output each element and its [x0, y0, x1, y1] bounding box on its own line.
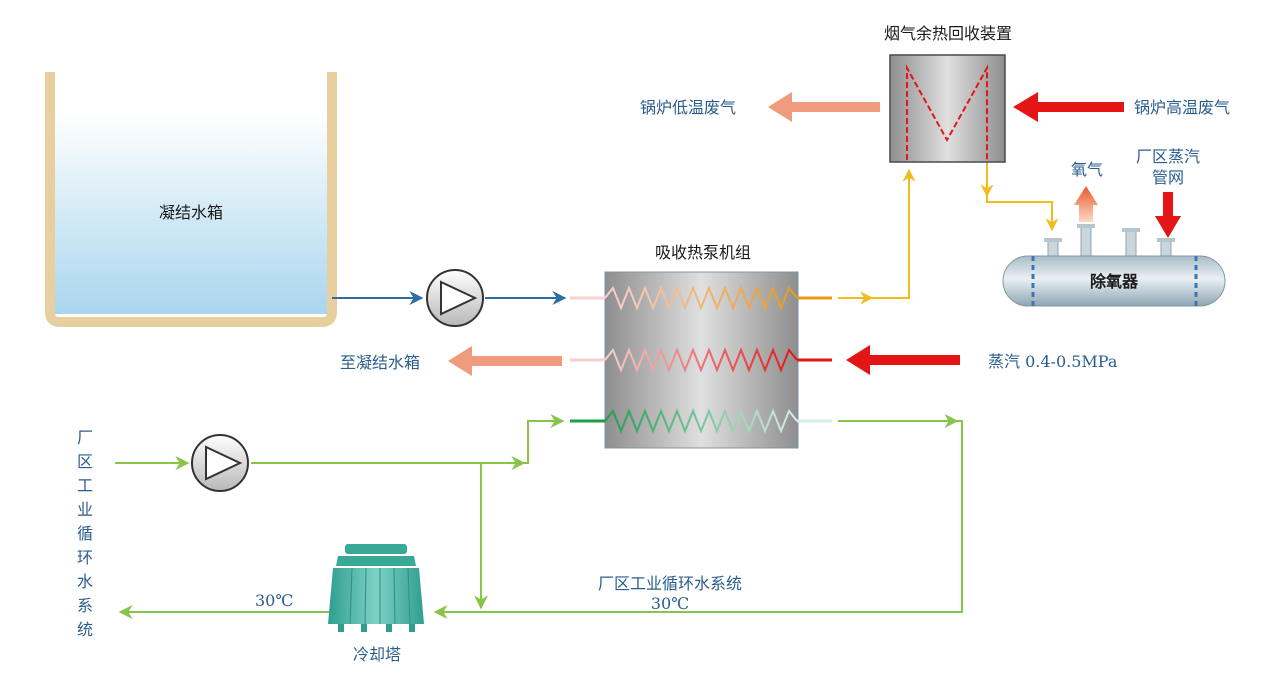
cooling-tower-label: 冷却塔 [353, 645, 401, 664]
vchar-2: 工 [77, 476, 93, 495]
circulation-pump-icon [191, 434, 249, 492]
plant-steam-arrow [1155, 192, 1181, 238]
flue-recovery-label: 烟气余热回收装置 [884, 24, 1012, 43]
vchar-3: 业 [77, 500, 93, 519]
vchar-1: 区 [77, 452, 93, 471]
temp-right-label: 30℃ [651, 594, 689, 613]
plant-cw-vertical-label: 厂 区 工 业 循 环 水 系 统 [77, 428, 93, 639]
cooling-tower-icon [328, 544, 424, 632]
boiler-low-temp-gas-arrow [768, 92, 880, 122]
vchar-5: 环 [77, 548, 93, 567]
deaerator-tank: 除氧器 [1002, 224, 1226, 307]
deaerator-label: 除氧器 [1090, 272, 1139, 291]
steam-input-label: 蒸汽 0.4-0.5MPa [988, 352, 1118, 371]
temp-left-label: 30℃ [255, 591, 293, 610]
oxygen-label: 氧气 [1071, 160, 1103, 179]
vchar-4: 循 [77, 524, 93, 543]
steam-input-arrow [846, 345, 960, 375]
boiler-high-temp-gas-arrow [1013, 92, 1124, 122]
hot-water-line [838, 160, 1059, 305]
oxygen-arrow [1074, 186, 1098, 222]
cooling-water-loop [115, 414, 963, 619]
condensate-pump-icon [426, 269, 484, 327]
to-condensate-tank-arrow [448, 346, 562, 376]
plant-steam-label-2: 管网 [1152, 168, 1184, 187]
flue-gas-heat-recovery-unit: 烟气余热回收装置 [884, 24, 1012, 163]
vchar-8: 统 [77, 620, 93, 639]
heat-pump-label: 吸收热泵机组 [655, 243, 751, 262]
vchar-0: 厂 [77, 428, 93, 447]
condensate-water-tank: 凝结水箱 [45, 72, 337, 327]
condensate-tank-label: 凝结水箱 [159, 203, 223, 222]
coil-cooling-water [604, 408, 798, 434]
to-condensate-tank-label: 至凝结水箱 [340, 353, 420, 372]
coil-hot-water [604, 285, 798, 311]
vchar-7: 系 [77, 596, 93, 615]
boiler-low-temp-gas-label: 锅炉低温废气 [640, 98, 736, 117]
heat-exchanger-icon [906, 64, 988, 160]
plant-cw-system-label: 厂区工业循环水系统 [598, 574, 742, 593]
plant-steam-label-1: 厂区蒸汽 [1136, 147, 1200, 166]
absorption-heat-pump-unit: 吸收热泵机组 [570, 243, 832, 449]
coil-steam [604, 347, 798, 373]
boiler-high-temp-gas-label: 锅炉高温废气 [1134, 98, 1230, 117]
vchar-6: 水 [77, 572, 93, 591]
